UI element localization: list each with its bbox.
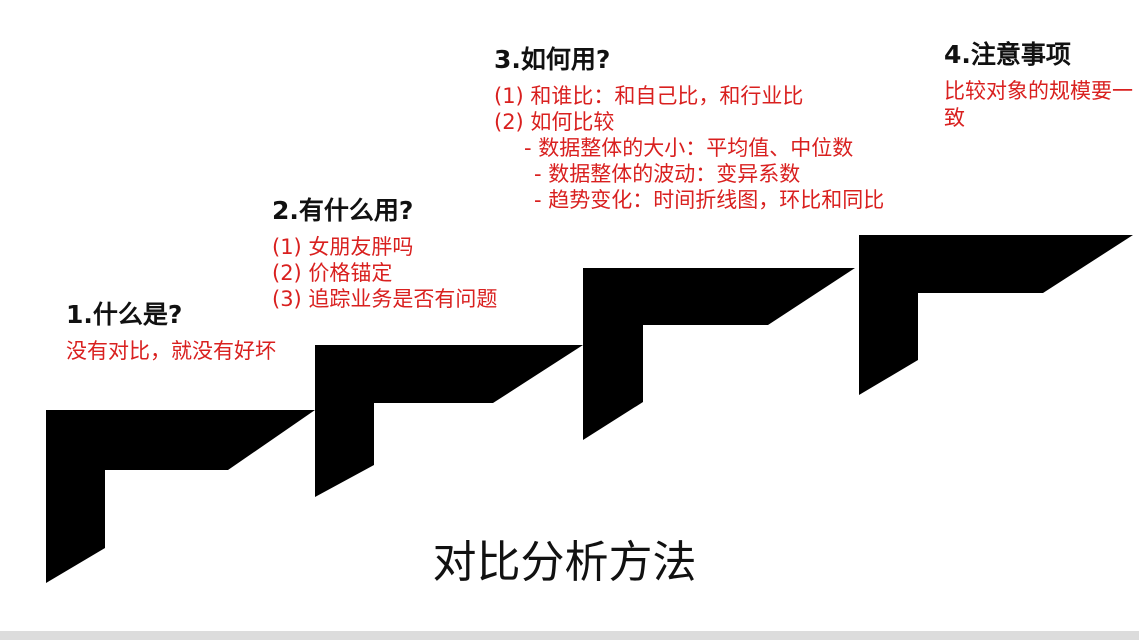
step-3-subitem: - 数据整体的波动：变异系数 [534, 162, 801, 186]
stair-step-4 [859, 235, 1133, 395]
step-2-item: (2) 价格锚定 [272, 261, 393, 285]
step-2-item: (3) 追踪业务是否有问题 [272, 287, 498, 311]
step-2-item: (1) 女朋友胖吗 [272, 235, 414, 259]
step-3-title: 3.如何用? [494, 45, 611, 74]
diagram-title: 对比分析方法 [432, 537, 697, 588]
step-2-block: 2.有什么用? (1) 女朋友胖吗 (2) 价格锚定 (3) 追踪业务是否有问题 [272, 196, 497, 312]
step-1-description: 没有对比，就没有好坏 [66, 339, 276, 363]
step-3-block: 3.如何用? (1) 和谁比：和自己比，和行业比 (2) 如何比较 - 数据整体… [494, 45, 884, 213]
step-3-subitem: - 数据整体的大小：平均值、中位数 [524, 136, 854, 160]
stair-step-2 [315, 345, 583, 497]
step-2-title: 2.有什么用? [272, 196, 414, 225]
step-3-item: (2) 如何比较 [494, 110, 615, 134]
stair-step-3 [583, 268, 855, 440]
step-4-block: 4.注意事项 比较对象的规模要一致 [944, 40, 1134, 132]
bottom-border [0, 631, 1139, 640]
step-3-subitem: - 趋势变化：时间折线图，环比和同比 [534, 188, 885, 212]
step-1-title: 1.什么是? [66, 300, 183, 329]
step-3-item: (1) 和谁比：和自己比，和行业比 [494, 84, 804, 108]
stair-step-1 [46, 410, 315, 583]
step-4-title: 4.注意事项 [944, 40, 1071, 69]
step-1-block: 1.什么是? 没有对比，就没有好坏 [66, 300, 296, 365]
step-4-description: 比较对象的规模要一致 [944, 79, 1133, 130]
